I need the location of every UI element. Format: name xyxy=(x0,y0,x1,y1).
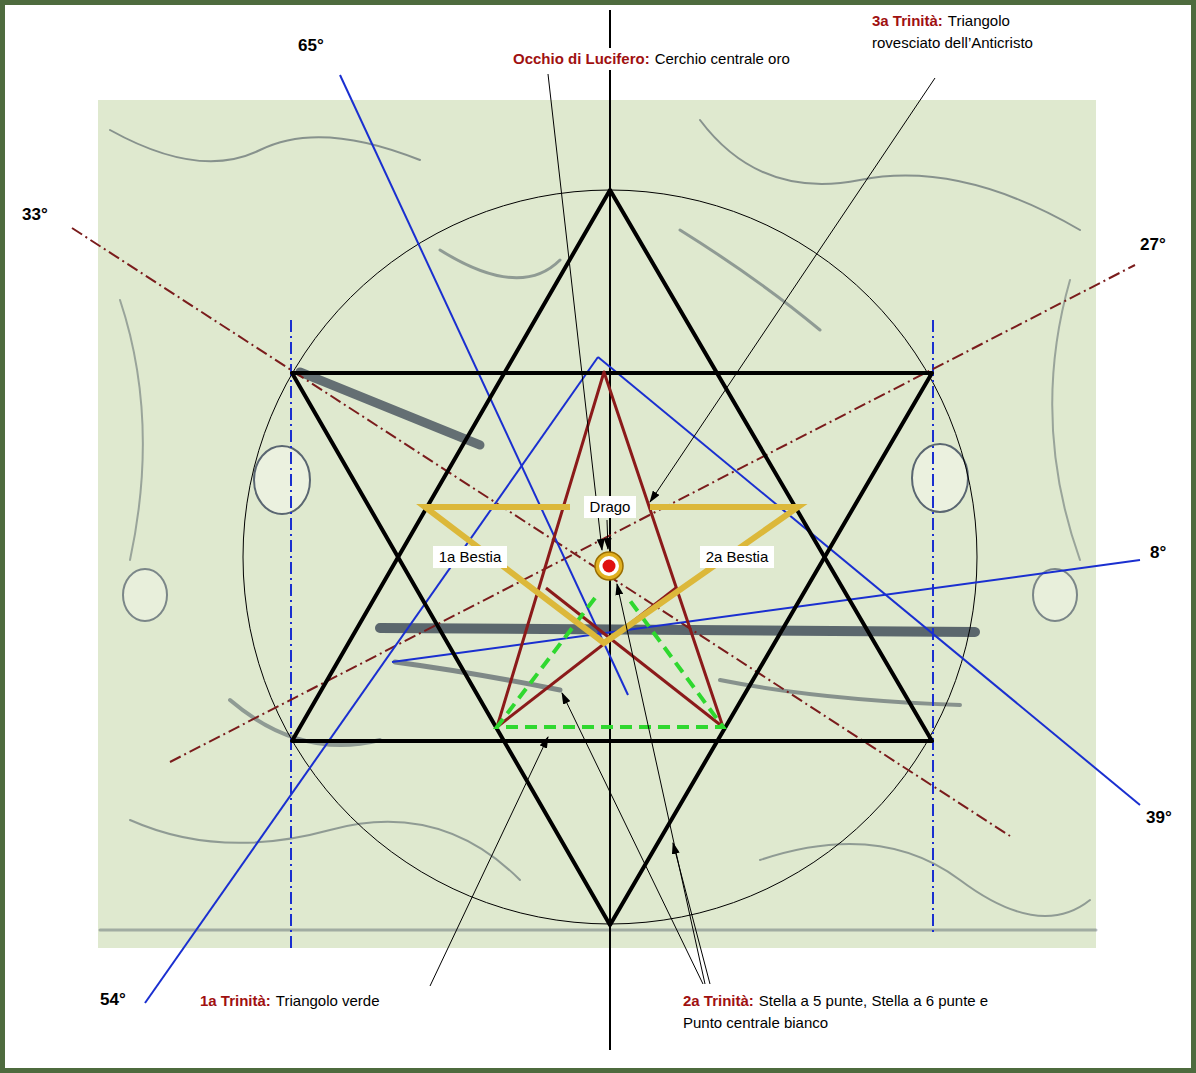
angle-line-54 xyxy=(145,357,598,1003)
leader-lines xyxy=(430,74,935,986)
callout-heading: Occhio di Lucifero: xyxy=(513,48,650,70)
relief-knob xyxy=(254,446,310,514)
vertical-axis xyxy=(609,10,611,1050)
box-text: 1a Bestia xyxy=(439,547,502,567)
angle-label: 54° xyxy=(100,990,126,1010)
box-text: Drago xyxy=(590,497,631,517)
leader-line xyxy=(562,693,703,984)
relief-knob xyxy=(1033,569,1077,621)
angle-label: 33° xyxy=(22,205,48,225)
red-star xyxy=(497,372,723,727)
angle-line-33 xyxy=(72,228,1010,836)
relief-band xyxy=(230,700,380,745)
leader-line xyxy=(430,737,548,986)
relief-crack xyxy=(440,250,560,278)
leader-line xyxy=(607,520,608,549)
box-text: 2a Bestia xyxy=(706,547,769,567)
leader-line xyxy=(650,78,935,502)
callout-body: Triangolo verde xyxy=(276,992,380,1009)
label-box: 2a Bestia xyxy=(700,546,775,568)
callout: 3a Trinità:Triangolo rovesciato dell’Ant… xyxy=(872,10,1077,54)
callout-heading: 3a Trinità: xyxy=(872,10,943,32)
callout-body-wrap: Cerchio centrale oro xyxy=(513,48,933,70)
callout: 2a Trinità:Stella a 5 punte, Stella a 6 … xyxy=(683,990,993,1034)
lucifer-eye xyxy=(599,556,619,576)
callout-body-wrap: Triangolo verde xyxy=(200,990,600,1012)
callout: 1a Trinità: Triangolo verde xyxy=(200,990,600,1012)
callout-heading: 2a Trinità: xyxy=(683,990,754,1012)
lucifer-eye xyxy=(595,552,623,580)
relief-crack xyxy=(120,300,143,560)
callout-body: Triangolo rovesciato dell’Anticristo xyxy=(872,12,1033,51)
relief-crack xyxy=(700,120,1080,230)
hexagram-down xyxy=(292,373,932,925)
gold-triangle xyxy=(425,507,798,643)
angle-label: 65° xyxy=(298,36,324,56)
leader-line xyxy=(548,74,602,550)
relief-crack xyxy=(1052,280,1080,560)
callout-body-wrap: Triangolo rovesciato dell’Anticristo xyxy=(872,10,1077,54)
outer-circle xyxy=(243,190,977,924)
relief-band xyxy=(720,680,960,705)
callout-heading: 1a Trinità: xyxy=(200,990,271,1012)
lucifer-eye xyxy=(603,560,616,573)
angle-line-39 xyxy=(598,357,1140,805)
relief-texture xyxy=(100,120,1096,930)
callout-body: Cerchio centrale oro xyxy=(655,50,790,67)
angle-line-8 xyxy=(392,560,1140,662)
angle-label: 39° xyxy=(1146,808,1172,828)
angle-line-65 xyxy=(340,75,628,695)
relief-band xyxy=(380,628,975,632)
blue-guide xyxy=(290,320,292,952)
relief-crack xyxy=(130,820,520,880)
callout: Occhio di Lucifero: Cerchio centrale oro xyxy=(513,48,933,70)
leader-line xyxy=(673,843,710,984)
label-box: Drago xyxy=(584,496,637,518)
label-box: 1a Bestia xyxy=(433,546,508,568)
hexagram-up xyxy=(292,190,932,741)
relief-photo xyxy=(98,100,1096,948)
callout-body-wrap: Stella a 5 punte, Stella a 6 punte e Pun… xyxy=(683,990,993,1034)
relief-crack xyxy=(760,844,1090,916)
green-triangle xyxy=(497,598,723,727)
callout-body: Stella a 5 punte, Stella a 6 punte e Pun… xyxy=(683,992,988,1031)
angle-label: 8° xyxy=(1150,543,1166,563)
leader-line xyxy=(617,584,705,984)
angle-line-27 xyxy=(170,265,1135,762)
blue-guide xyxy=(932,320,934,935)
page-border xyxy=(3,3,1194,1071)
relief-knob xyxy=(912,444,968,512)
angle-label: 27° xyxy=(1140,235,1166,255)
relief-edge xyxy=(100,929,1096,932)
relief-knob xyxy=(123,569,167,621)
